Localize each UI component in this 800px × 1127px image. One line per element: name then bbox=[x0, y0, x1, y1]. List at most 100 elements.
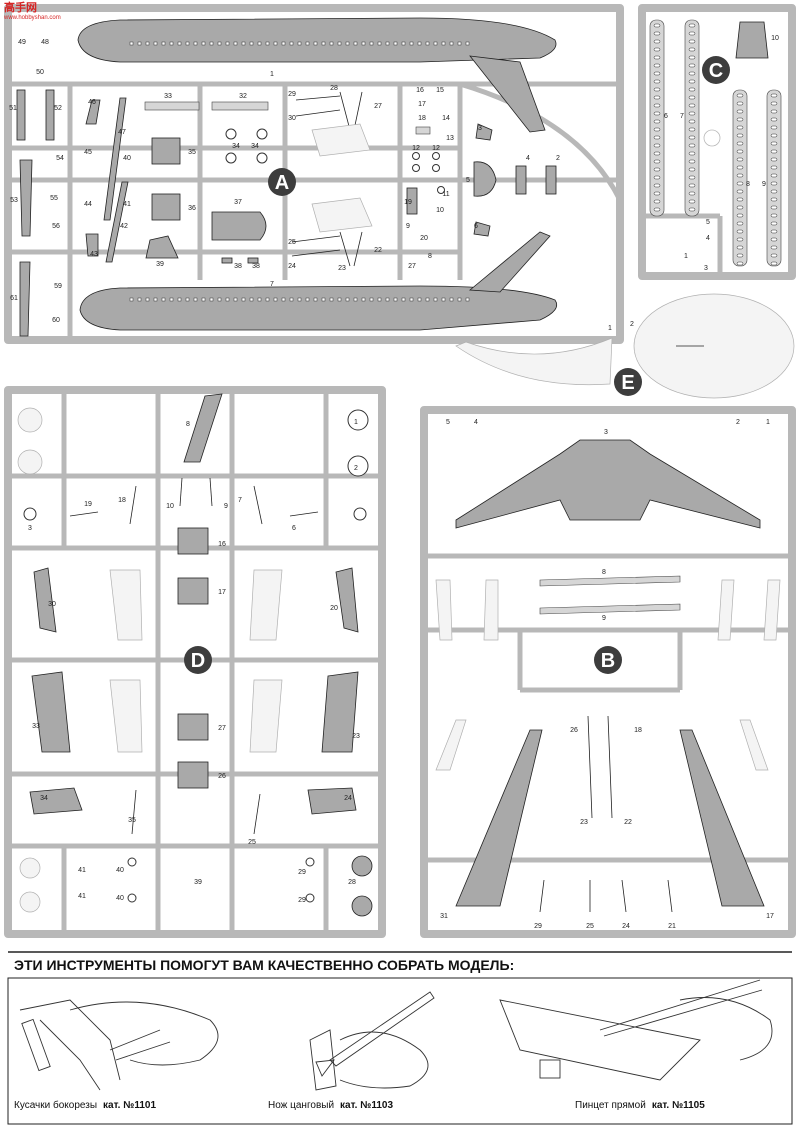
part-number-c: 9 bbox=[762, 181, 766, 188]
part-number-a: 8 bbox=[428, 253, 432, 260]
part-number-a: 36 bbox=[188, 205, 196, 212]
part-number-d: 26 bbox=[218, 773, 226, 780]
part-number-a: 29 bbox=[288, 91, 296, 98]
part-number-d: 27 bbox=[218, 725, 226, 732]
part-number-a: 14 bbox=[442, 115, 450, 122]
watermark-sub: www.hobbyshan.com bbox=[4, 15, 61, 21]
part-number-d: 28 bbox=[348, 879, 356, 886]
sprue-b-label: B bbox=[601, 650, 615, 672]
part-number-a: 44 bbox=[84, 201, 92, 208]
part-number-d: 9 bbox=[224, 503, 228, 510]
part-number-d: 29 bbox=[298, 897, 306, 904]
part-number-c: 10 bbox=[771, 35, 779, 42]
part-number-b: 31 bbox=[440, 913, 448, 920]
part-number-d: 6 bbox=[292, 525, 296, 532]
part-number-a: 6 bbox=[474, 223, 478, 230]
part-number-a: 51 bbox=[9, 105, 17, 112]
sprue-b: B bbox=[420, 406, 796, 938]
part-number-a: 41 bbox=[123, 201, 131, 208]
part-number-a: 34 bbox=[251, 143, 259, 150]
part-number-a: 60 bbox=[52, 317, 60, 324]
part-number-b: 21 bbox=[668, 923, 676, 930]
part-number-a: 23 bbox=[338, 265, 346, 272]
part-number-a: 33 bbox=[164, 93, 172, 100]
part-number-c: 1 bbox=[684, 253, 688, 260]
part-number-b: 17 bbox=[766, 913, 774, 920]
part-number-a: 54 bbox=[56, 155, 64, 162]
tools-title: ЭТИ ИНСТРУМЕНТЫ ПОМОГУТ ВАМ КАЧЕСТВЕННО … bbox=[14, 957, 515, 973]
part-number-c: 5 bbox=[706, 219, 710, 226]
part-number-d: 2 bbox=[354, 465, 358, 472]
tool-catalog: кат. №1105 bbox=[651, 1100, 705, 1111]
part-number-c: 4 bbox=[706, 235, 710, 242]
tweezers-illustration bbox=[499, 979, 773, 1081]
part-number-d: 16 bbox=[218, 541, 226, 548]
part-number-b: 1 bbox=[766, 419, 770, 426]
part-number-d: 25 bbox=[248, 839, 256, 846]
part-number-a: 15 bbox=[436, 87, 444, 94]
part-number-d: 23 bbox=[352, 733, 360, 740]
sprue-a: A bbox=[4, 4, 624, 344]
part-number-a: 39 bbox=[156, 261, 164, 268]
part-number-a: 12 bbox=[432, 145, 440, 152]
part-number-a: 25 bbox=[288, 239, 296, 246]
part-number-d: 7 bbox=[238, 497, 242, 504]
watermark-logo: 高手网 www.hobbyshan.com bbox=[4, 3, 61, 23]
part-number-a: 2 bbox=[556, 155, 560, 162]
sprue-b-parts bbox=[435, 439, 781, 913]
part-number-d: 24 bbox=[344, 795, 352, 802]
part-number-b: 23 bbox=[580, 819, 588, 826]
part-number-a: 12 bbox=[412, 145, 420, 152]
part-number-d: 40 bbox=[116, 867, 124, 874]
part-number-a: 46 bbox=[88, 99, 96, 106]
part-number-a: 53 bbox=[10, 197, 18, 204]
part-number-a: 35 bbox=[188, 149, 196, 156]
part-number-b: 2 bbox=[736, 419, 740, 426]
part-number-a: 55 bbox=[50, 195, 58, 202]
part-number-a: 30 bbox=[288, 115, 296, 122]
part-number-b: 25 bbox=[586, 923, 594, 930]
part-number-c: 6 bbox=[664, 113, 668, 120]
part-number-d: 40 bbox=[116, 895, 124, 902]
part-number-b: 18 bbox=[634, 727, 642, 734]
part-number-a: 61 bbox=[10, 295, 18, 302]
part-number-b: 9 bbox=[602, 615, 606, 622]
part-number-a: 38 bbox=[252, 263, 260, 270]
part-number-d: 41 bbox=[78, 867, 86, 874]
part-number-d: 29 bbox=[298, 869, 306, 876]
part-number-a: 32 bbox=[239, 93, 247, 100]
side-cutters-illustration bbox=[19, 999, 219, 1091]
part-number-a: 50 bbox=[36, 69, 44, 76]
part-number-a: 17 bbox=[418, 101, 426, 108]
part-number-a: 27 bbox=[408, 263, 416, 270]
part-number-a: 34 bbox=[232, 143, 240, 150]
part-number-c: 3 bbox=[704, 265, 708, 272]
part-number-d: 30 bbox=[48, 601, 56, 608]
part-number-b: 3 bbox=[604, 429, 608, 436]
part-number-b: 4 bbox=[474, 419, 478, 426]
part-number-a: 4 bbox=[526, 155, 530, 162]
part-number-a: 24 bbox=[288, 263, 296, 270]
part-number-a: 16 bbox=[416, 87, 424, 94]
sprue-d-label: D bbox=[191, 650, 205, 672]
part-number-d: 10 bbox=[166, 503, 174, 510]
part-number-a: 45 bbox=[84, 149, 92, 156]
part-number-b: 29 bbox=[534, 923, 542, 930]
part-number-d: 18 bbox=[118, 497, 126, 504]
part-number-d: 41 bbox=[78, 893, 86, 900]
part-number-a: 49 bbox=[18, 39, 26, 46]
part-number-a: 38 bbox=[234, 263, 242, 270]
fuselage-half-upper bbox=[77, 17, 557, 133]
part-number-d: 34 bbox=[40, 795, 48, 802]
part-number-e: 2 bbox=[630, 321, 634, 328]
sprue-c-label: C bbox=[709, 60, 723, 82]
part-number-b: 22 bbox=[624, 819, 632, 826]
part-number-b: 8 bbox=[602, 569, 606, 576]
part-number-d: 33 bbox=[32, 723, 40, 730]
part-number-d: 3 bbox=[28, 525, 32, 532]
sprue-e-label: E bbox=[621, 372, 634, 394]
part-number-b: 24 bbox=[622, 923, 630, 930]
